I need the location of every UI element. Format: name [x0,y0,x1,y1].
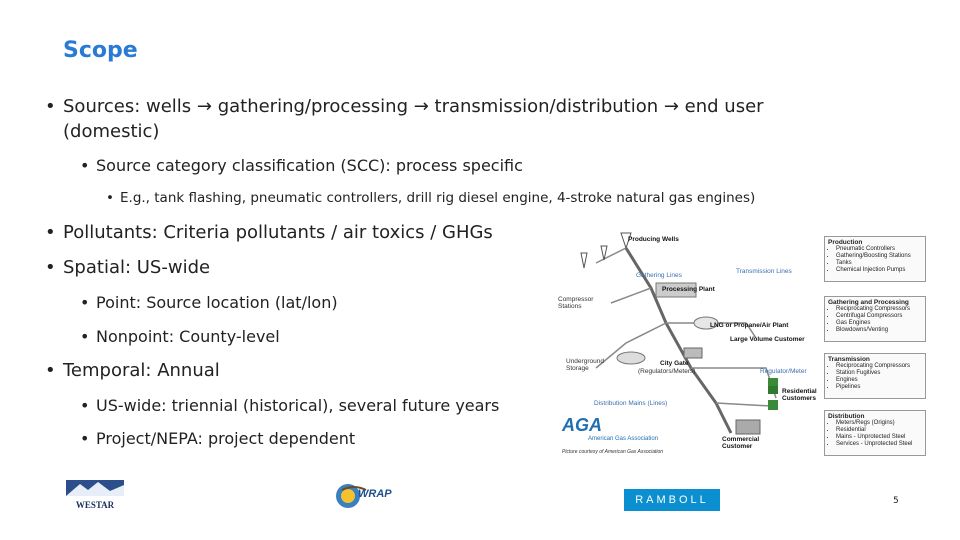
aga-name: American Gas Association [588,436,659,442]
legend-item: Services - Unprotected Steel [836,441,922,448]
bullet-dot: • [45,96,56,117]
bullet-sources: • Sources: wells → gathering/processing →… [45,96,764,117]
label-lng-plant: LNG or Propane/Air Plant [710,322,789,329]
bullet-eg: • E.g., tank flashing, pneumatic controll… [106,190,756,206]
label-commercial: Commercial Customer [722,436,760,450]
bullet-dot: • [45,222,56,243]
bullet-dot: • [106,190,114,206]
legend-item: Reciprocating Compressors [836,363,922,370]
wrap-emblem-icon [336,484,367,508]
bullet-temporal: • Temporal: Annual [45,360,220,381]
bullet-dot: • [45,257,56,278]
ramboll-text: RAMBOLL [635,494,709,506]
bullet-scc: • Source category classification (SCC): p… [80,156,523,175]
bullet-point-text: Point: Source location (lat/lon) [96,293,338,312]
bullet-sources-text: Sources: wells → gathering/processing → … [63,96,764,117]
wrap-text: WRAP [358,488,392,500]
bullet-uswide-text: US-wide: triennial (historical), several… [96,396,500,415]
wrap-logo: WRAP [334,480,398,512]
legend-heading: Distribution [828,413,865,420]
mountain-icon [66,480,124,496]
bullet-spatial: • Spatial: US-wide [45,257,211,278]
aga-logo-text: AGA [562,415,602,435]
gas-system-diagram [580,232,778,435]
legend-item: Gas Engines [836,320,922,327]
legend-item: Pneumatic Controllers [836,246,922,253]
aga-credit: Picture courtesy of American Gas Associa… [562,449,664,455]
page-number: 5 [893,496,899,506]
legend-production: Production Pneumatic Controllers Gatheri… [824,236,926,282]
bullet-dot: • [80,293,90,312]
label-regulator-meter: Regulator/Meter [760,368,807,375]
westar-logo: WESTAR [66,480,124,512]
legend-item: Gathering/Boosting Stations [836,253,922,260]
legend-item: Centrifugal Compressors [836,313,922,320]
bullet-temporal-text: Temporal: Annual [63,360,220,381]
legend-item: Residential [836,427,922,434]
bullet-scc-text: Source category classification (SCC): pr… [96,156,523,175]
label-transmission-lines: Transmission Lines [736,268,792,275]
ramboll-logo: RAMBOLL [624,489,720,511]
label-city-gate: City Gate [660,360,689,367]
legend-transmission: Transmission Reciprocating Compressors S… [824,353,926,399]
bullet-uswide: • US-wide: triennial (historical), severa… [80,396,500,415]
legend-item: Engines [836,377,922,384]
legend-heading: Transmission [828,356,870,363]
bullet-eg-text: E.g., tank flashing, pneumatic controlle… [120,190,756,206]
label-city-gate-sub: (Regulators/Meters) [638,368,696,375]
bullet-dot: • [80,327,90,346]
label-producing-wells: Producing Wells [628,236,679,243]
bullet-pollutants: • Pollutants: Criteria pollutants / air t… [45,222,493,243]
bullet-sources-cont: (domestic) [63,121,160,142]
bullet-point: • Point: Source location (lat/lon) [80,293,338,312]
bullet-project: • Project/NEPA: project dependent [80,429,356,448]
legend-item: Blowdowns/Venting [836,327,922,334]
legend-distribution: Distribution Meters/Regs (Origins) Resid… [824,410,926,456]
bullet-pollutants-text: Pollutants: Criteria pollutants / air to… [63,222,493,243]
bullet-spatial-text: Spatial: US-wide [63,257,211,278]
legend-item: Pipelines [836,384,922,391]
legend-heading: Gathering and Processing [828,299,909,306]
bullet-nonpoint-text: Nonpoint: County-level [96,327,280,346]
label-distribution-mains: Distribution Mains (Lines) [594,400,668,407]
label-gathering-lines: Gathering Lines [636,272,682,279]
bullet-project-text: Project/NEPA: project dependent [96,429,356,448]
legend-item: Mains - Unprotected Steel [836,434,922,441]
well-icon [580,232,632,269]
legend-item: Meters/Regs (Origins) [836,420,922,427]
bullet-dot: • [80,429,90,448]
bullet-dot: • [80,396,90,415]
slide-title: Scope [63,38,138,63]
aga-logo: AGA [562,416,622,434]
legend-item: Station Fugitives [836,370,922,377]
legend-item: Reciprocating Compressors [836,306,922,313]
legend-gathering: Gathering and Processing Reciprocating C… [824,296,926,342]
legend-heading: Production [828,239,863,246]
label-underground-storage: Underground Storage [566,358,604,372]
bullet-dot: • [80,156,90,175]
bullet-dot: • [45,360,56,381]
legend-item: Tanks [836,260,922,267]
bullet-nonpoint: • Nonpoint: County-level [80,327,280,346]
label-processing-plant: Processing Plant [662,286,715,293]
westar-text: WESTAR [75,500,115,510]
label-residential: Residential Customers [782,388,817,402]
legend-item: Chemical Injection Pumps [836,267,922,274]
label-large-volume: Large Volume Customer [730,336,805,343]
label-compressor-stations: Compressor Stations [558,296,594,310]
